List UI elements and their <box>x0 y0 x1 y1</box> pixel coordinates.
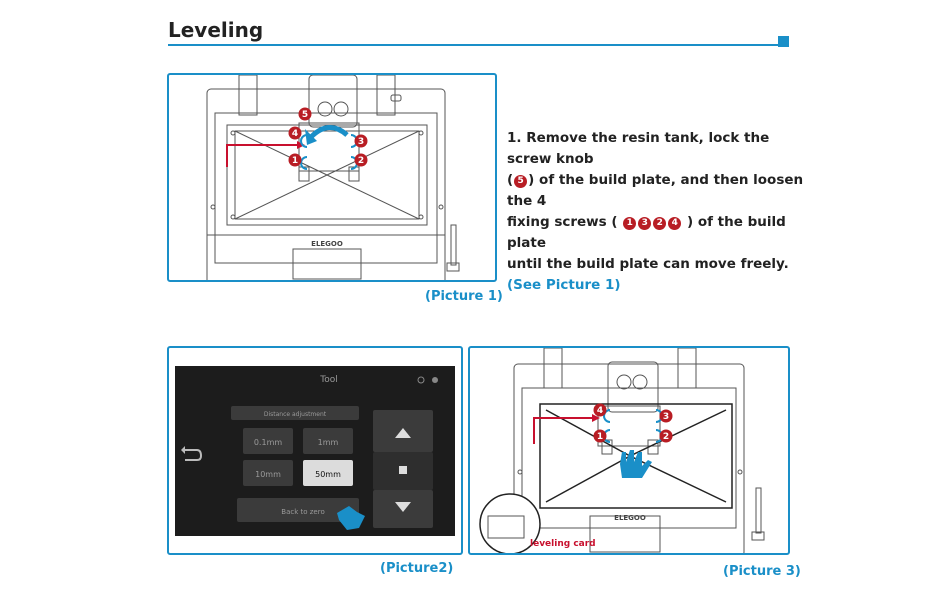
svg-text:Back to zero: Back to zero <box>281 508 324 516</box>
picture-3-caption: (Picture 3) <box>723 564 801 579</box>
badge-2-p3: 2 <box>663 432 669 442</box>
instruction-knob-open: ( <box>507 172 514 188</box>
svg-text:0.1mm: 0.1mm <box>254 438 283 447</box>
screen-panel-header <box>231 406 359 420</box>
screw-badge-4: 4 <box>668 217 682 230</box>
badge-4: 4 <box>292 129 298 139</box>
hand-press-icon <box>620 450 652 478</box>
picture-2-caption: (Picture2) <box>380 561 454 576</box>
step-button-1[interactable]: 1mm <box>303 428 353 454</box>
move-down-button[interactable] <box>373 490 433 528</box>
screw-badge-3: 3 <box>638 217 652 230</box>
step-button-0-1[interactable]: 0.1mm <box>243 428 293 454</box>
printer-brand-logo: ELEGOO <box>311 240 343 248</box>
leveling-card <box>539 403 733 509</box>
knob-badge: 5 <box>514 175 528 188</box>
leveling-card-label: leveling card <box>530 539 596 549</box>
badge-2: 2 <box>358 156 364 166</box>
screen-status-icon <box>417 376 425 384</box>
see-picture-1-link[interactable]: (See Picture 1) <box>507 277 621 293</box>
hand-pointer-icon <box>337 506 365 530</box>
rotation-arrow-icon <box>309 125 349 139</box>
badge-4-p3: 4 <box>597 406 603 416</box>
rotation-arrowhead-icon <box>305 129 317 145</box>
svg-text:10mm: 10mm <box>255 470 281 479</box>
instruction-screws-prefix: fixing screws ( <box>507 214 618 230</box>
svg-text:1mm: 1mm <box>318 438 339 447</box>
section-heading: Leveling <box>168 18 264 42</box>
instruction-screws-suffix: ) of the build plate <box>507 214 786 251</box>
picture-1-frame: ELEGOO 1 2 3 4 5 <box>167 73 497 282</box>
picture-2-frame: Tool Distance adjustment 0.1mm 1mm 10mm … <box>167 346 463 555</box>
badge-3-p3: 3 <box>663 412 669 422</box>
screw-badge-1: 1 <box>623 217 637 230</box>
instruction-step-1: 1. Remove the resin tank, lock the screw… <box>507 128 817 296</box>
picture-3-frame: ELEGOO 1 2 3 4 leveling card <box>468 346 790 555</box>
picture-1-caption: (Picture 1) <box>425 289 503 304</box>
stop-button[interactable] <box>373 452 433 490</box>
move-up-button[interactable] <box>373 410 433 452</box>
badge-1-p3: 1 <box>597 432 603 442</box>
instruction-knob-close: ) of the build plate, and then loosen th… <box>507 172 804 209</box>
screen-back-button[interactable] <box>175 428 209 478</box>
screen-panel-title: Distance adjustment <box>264 411 327 418</box>
screen-title: Tool <box>319 375 337 385</box>
zoom-card-detail <box>487 515 525 539</box>
red-arrowhead-icon-3 <box>592 414 600 422</box>
heading-square-marker <box>778 36 789 47</box>
picture-1-illustration: ELEGOO 1 2 3 4 5 <box>206 75 460 280</box>
badge-1: 1 <box>292 156 298 166</box>
instruction-end: until the build plate can move freely. <box>507 256 789 272</box>
screen-wifi-icon <box>432 377 438 383</box>
picture-2-screen: Tool Distance adjustment 0.1mm 1mm 10mm … <box>175 366 455 536</box>
home-button[interactable]: Back to zero <box>237 498 359 522</box>
badge-5: 5 <box>302 110 308 120</box>
badge-3: 3 <box>358 137 364 147</box>
heading-rule <box>168 44 788 46</box>
red-arrowhead-icon <box>297 141 305 149</box>
picture-3-illustration: ELEGOO 1 2 3 4 leveling card <box>479 348 765 553</box>
step-button-50-selected[interactable]: 50mm <box>303 460 353 486</box>
svg-text:50mm: 50mm <box>315 470 341 479</box>
instruction-prefix: 1. Remove the resin tank, lock the screw… <box>507 130 770 167</box>
step-button-10[interactable]: 10mm <box>243 460 293 486</box>
red-arrow-icon <box>226 144 297 167</box>
printer-brand-logo-3: ELEGOO <box>614 514 646 522</box>
red-arrow-icon-3 <box>533 417 592 444</box>
screw-badge-2: 2 <box>653 217 667 230</box>
